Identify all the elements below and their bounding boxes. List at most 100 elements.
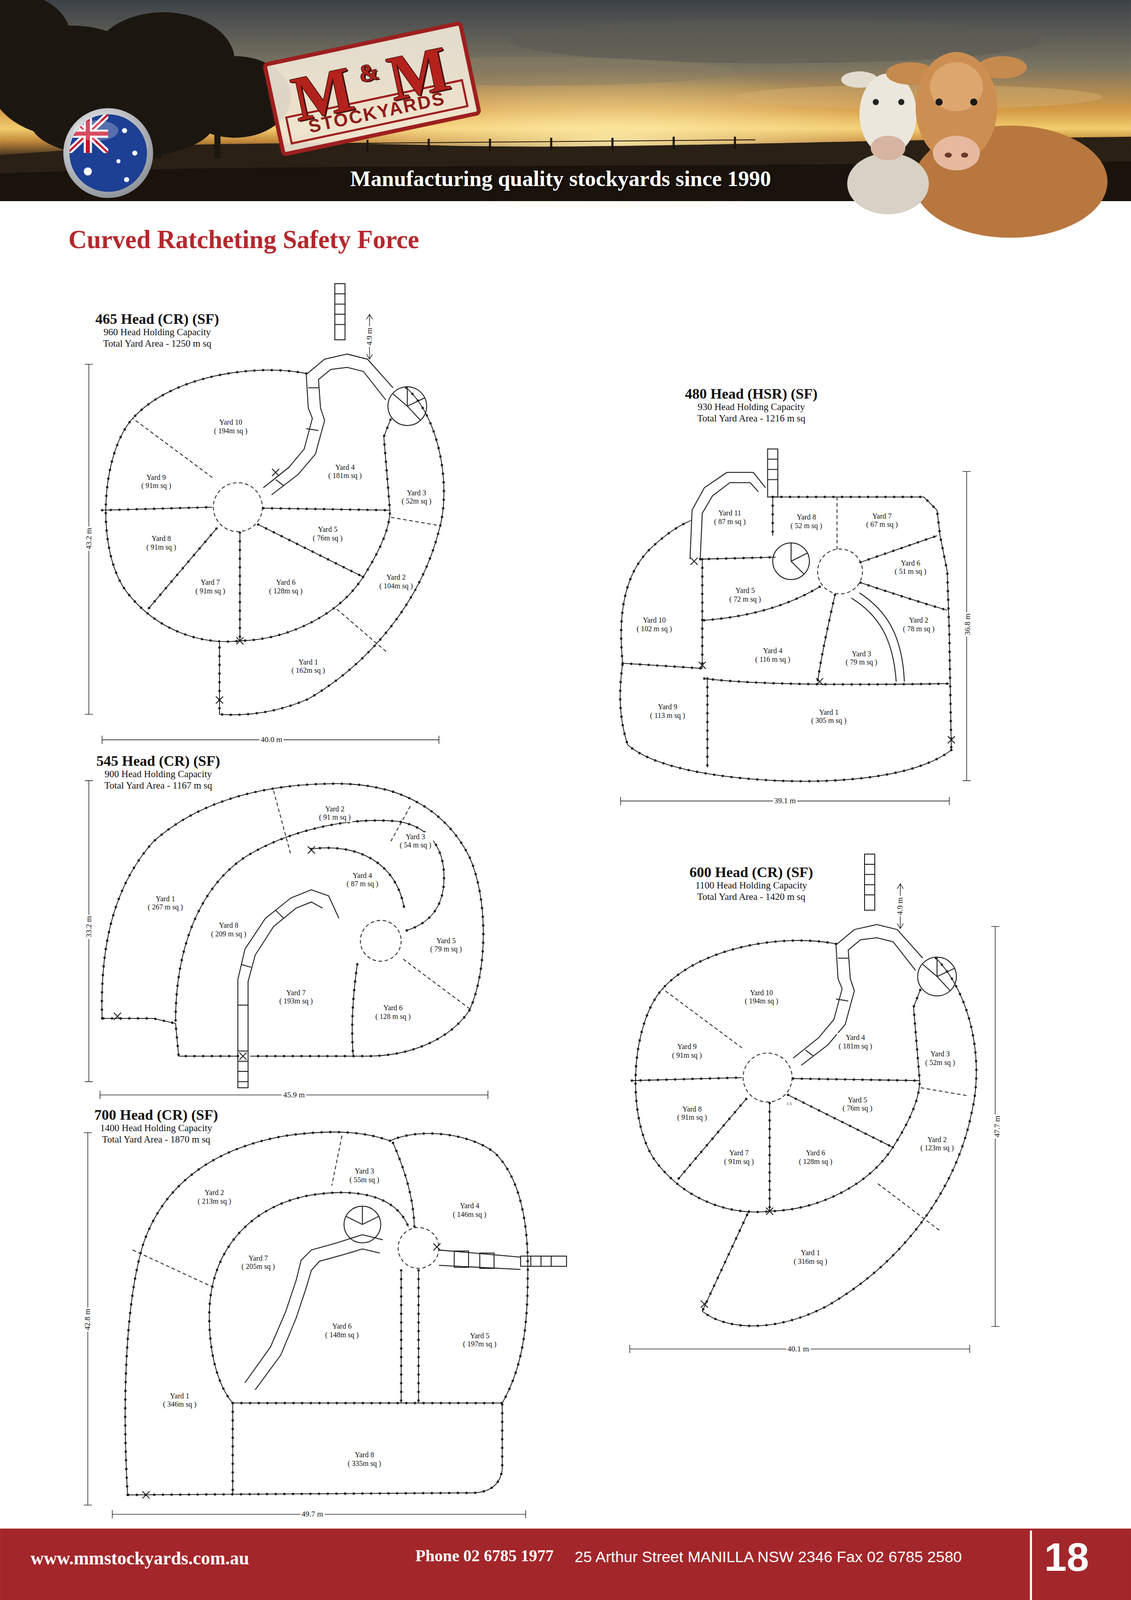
- yard-area: ( 181m sq ): [328, 471, 362, 480]
- dimension-box: 43.2 m: [84, 526, 94, 552]
- plan-heading: 480 Head (HSR) (SF): [684, 385, 818, 402]
- yard-pen: Yard 4( 146m sq ): [451, 1201, 489, 1220]
- page-number-box: 18: [1044, 1535, 1090, 1580]
- footer-address: 25 Arthur Street MANILLA NSW 2346 Fax 02…: [574, 1548, 963, 1566]
- plan-note: 1400 Head Holding Capacity: [94, 1122, 219, 1135]
- yard-area: ( 91m sq ): [195, 586, 225, 595]
- plan-heading-block: 600 Head (CR) (SF)1100 Head Holding Capa…: [689, 864, 814, 903]
- dimension-box: 36.8 m: [963, 612, 973, 637]
- fence-lines: [101, 370, 977, 1496]
- yard-area: ( 52m sq ): [925, 1058, 955, 1067]
- yard-pen: Yard 10( 194m sq ): [742, 988, 780, 1007]
- yard-name: Yard 3: [349, 1167, 380, 1176]
- yard-pen: Yard 7( 205m sq ): [239, 1253, 277, 1272]
- dimension: 47.7 m: [993, 1114, 1002, 1139]
- yard-plan: 700 Head (CR) (SF)1400 Head Holding Capa…: [79, 1106, 572, 1523]
- yard-pen: Yard 8( 335m sq ): [345, 1450, 383, 1469]
- yard-area: ( 123m sq ): [920, 1144, 954, 1153]
- dimension-box: 40.1 m: [786, 1344, 811, 1354]
- yard-name: Yard 1: [811, 708, 847, 717]
- footer-bar: [0, 1528, 1131, 1600]
- yard-area: ( 113 m sq ): [650, 711, 686, 720]
- dimension: 40.0 m: [259, 735, 284, 745]
- yard-name: Yard 2: [920, 1136, 954, 1145]
- dimension: 36.8 m: [963, 612, 973, 637]
- dimension-box: 42.8 m: [83, 1307, 93, 1332]
- yard-pen: Yard 9( 113 m sq ): [648, 702, 688, 721]
- yard-area: ( 91 m sq ): [318, 813, 351, 822]
- yard-area: ( 76m sq ): [312, 533, 343, 543]
- yard-name: Yard 3: [401, 488, 432, 497]
- yard-area: ( 128m sq ): [798, 1157, 833, 1166]
- yard-area: ( 91m sq ): [677, 1113, 707, 1122]
- yard-area: ( 267 m sq ): [147, 903, 183, 912]
- yard-pen: Yard 6( 128m sq ): [267, 578, 305, 596]
- yard-pen: Yard 1( 267 m sq ): [145, 894, 185, 913]
- yard-pen: Yard 3( 54 m sq ): [397, 832, 433, 850]
- yard-name: Yard 7: [279, 989, 313, 998]
- yard-name: Yard 9: [141, 473, 172, 482]
- yard-name: Yard 9: [650, 703, 686, 712]
- yard-area: ( 78 m sq ): [902, 624, 935, 633]
- yard-area: ( 91m sq ): [724, 1157, 754, 1166]
- yard-area: ( 116 m sq ): [755, 655, 791, 664]
- plan-note: Total Yard Area - 1870 m sq: [94, 1134, 219, 1146]
- yard-pen: Yard 5( 72 m sq ): [727, 586, 763, 605]
- yard-pen: Yard 8( 91m sq ): [144, 534, 178, 553]
- footer-web: www.mmstockyards.com.au: [30, 1548, 250, 1569]
- yard-name: Yard 8: [211, 921, 247, 930]
- yard-pen: Yard 9( 91m sq ): [139, 473, 173, 491]
- yard-name: Yard 3: [399, 832, 432, 841]
- yard-area: ( 102 m sq ): [636, 624, 672, 633]
- dimension: 1.5: [785, 1102, 793, 1107]
- plan-note: Total Yard Area - 1167 m sq: [96, 780, 220, 792]
- yard-area: ( 91m sq ): [146, 542, 177, 552]
- yard-pen: Yard 1( 316m sq ): [792, 1248, 829, 1267]
- yard-pen: Yard 1( 305 m sq ): [809, 707, 849, 726]
- yard-area: ( 209 m sq ): [211, 929, 247, 939]
- dimension: 49.7 m: [300, 1510, 325, 1520]
- yard-pen: Yard 10( 102 m sq ): [634, 615, 674, 634]
- yard-pen: Yard 3( 79 m sq ): [844, 649, 880, 668]
- gate-marks: [114, 469, 955, 1499]
- yard-area: ( 91m sq ): [141, 481, 172, 490]
- plan-heading: 600 Head (CR) (SF): [689, 864, 814, 881]
- yard-area: ( 197m sq ): [463, 1340, 497, 1349]
- yard-name: Yard 10: [744, 989, 778, 998]
- yard-name: Yard 5: [842, 1096, 873, 1105]
- dimension-box: 33.2 m: [84, 914, 94, 939]
- dimension-box: 45.9 m: [281, 1090, 307, 1100]
- race-and-crush: [237, 283, 957, 1391]
- plan-heading: 545 Head (CR) (SF): [96, 753, 220, 769]
- yard-name: Yard 4: [755, 646, 791, 656]
- yard-name: Yard 1: [793, 1249, 828, 1258]
- page-number: 18: [1044, 1535, 1090, 1580]
- yard-area: ( 148m sq ): [325, 1330, 359, 1340]
- plan-heading: 700 Head (CR) (SF): [94, 1107, 219, 1123]
- yard-pen: Yard 5( 197m sq ): [461, 1331, 499, 1350]
- dimension-box: 49.7 m: [300, 1510, 325, 1520]
- yard-name: Yard 3: [845, 650, 878, 659]
- yard-pen: Yard 6( 128 m sq ): [373, 1003, 413, 1022]
- yard-name: Yard 6: [894, 559, 927, 568]
- plan-note: Total Yard Area - 1250 m sq: [95, 338, 219, 350]
- yard-area: ( 54 m sq ): [399, 841, 432, 850]
- yard-area: ( 213m sq ): [197, 1197, 231, 1206]
- yard-pen: Yard 7( 193m sq ): [277, 988, 315, 1007]
- yard-name: Yard 5: [430, 936, 462, 945]
- footer-phone: Phone 02 6785 1977: [415, 1547, 554, 1566]
- yard-area: ( 128 m sq ): [375, 1012, 411, 1021]
- plan-heading-block: 700 Head (CR) (SF)1400 Head Holding Capa…: [94, 1107, 219, 1146]
- yard-pen: Yard 5( 76m sq ): [311, 525, 345, 543]
- yard-name: Yard 7: [195, 578, 225, 587]
- yard-pen: Yard 9( 91m sq ): [670, 1042, 704, 1061]
- logo-stamp: [264, 23, 480, 155]
- yard-name: Yard 5: [312, 525, 343, 534]
- yard-name: Yard 1: [162, 1391, 197, 1401]
- yard-pen: Yard 4( 181m sq ): [836, 1033, 874, 1052]
- yard-pen: Yard 7( 67 m sq ): [864, 511, 900, 530]
- dimension-box: 4.9 m: [896, 896, 905, 917]
- plan-heading-block: 480 Head (HSR) (SF)930 Head Holding Capa…: [684, 385, 818, 425]
- yard-area: ( 128m sq ): [269, 586, 303, 595]
